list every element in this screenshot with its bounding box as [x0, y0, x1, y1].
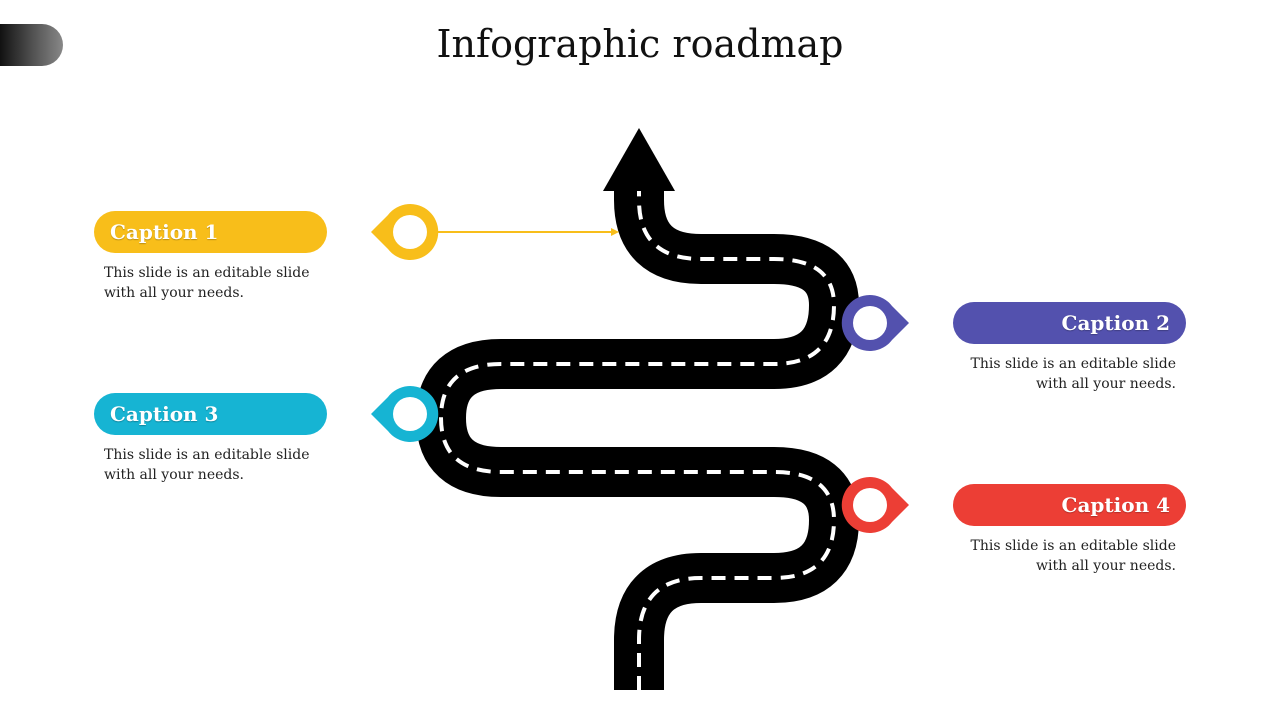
map-pin-icon: [371, 386, 439, 443]
page-title: Infographic roadmap: [436, 22, 844, 66]
connector-arrow-icon: [611, 228, 619, 236]
road-arrow-head: [603, 128, 675, 191]
map-pin-icon: [841, 295, 909, 351]
map-pin-icon: [841, 477, 909, 533]
corner-decoration-tab: [0, 24, 63, 66]
caption-2-text: This slide is an editable slide with all…: [970, 356, 1177, 392]
caption-4-text: This slide is an editable slide with all…: [970, 538, 1177, 574]
caption-1-label: Caption 1: [94, 211, 327, 253]
caption-3-label: Caption 3: [94, 393, 327, 435]
caption-4-label: Caption 4: [953, 484, 1186, 526]
caption-1-text: This slide is an editable slide with all…: [104, 265, 310, 301]
road-path: [416, 175, 859, 690]
map-pin-icon: [371, 204, 439, 261]
road-center-line: [438, 186, 837, 690]
caption-2-label: Caption 2: [953, 302, 1186, 344]
caption-3-text: This slide is an editable slide with all…: [104, 447, 310, 483]
